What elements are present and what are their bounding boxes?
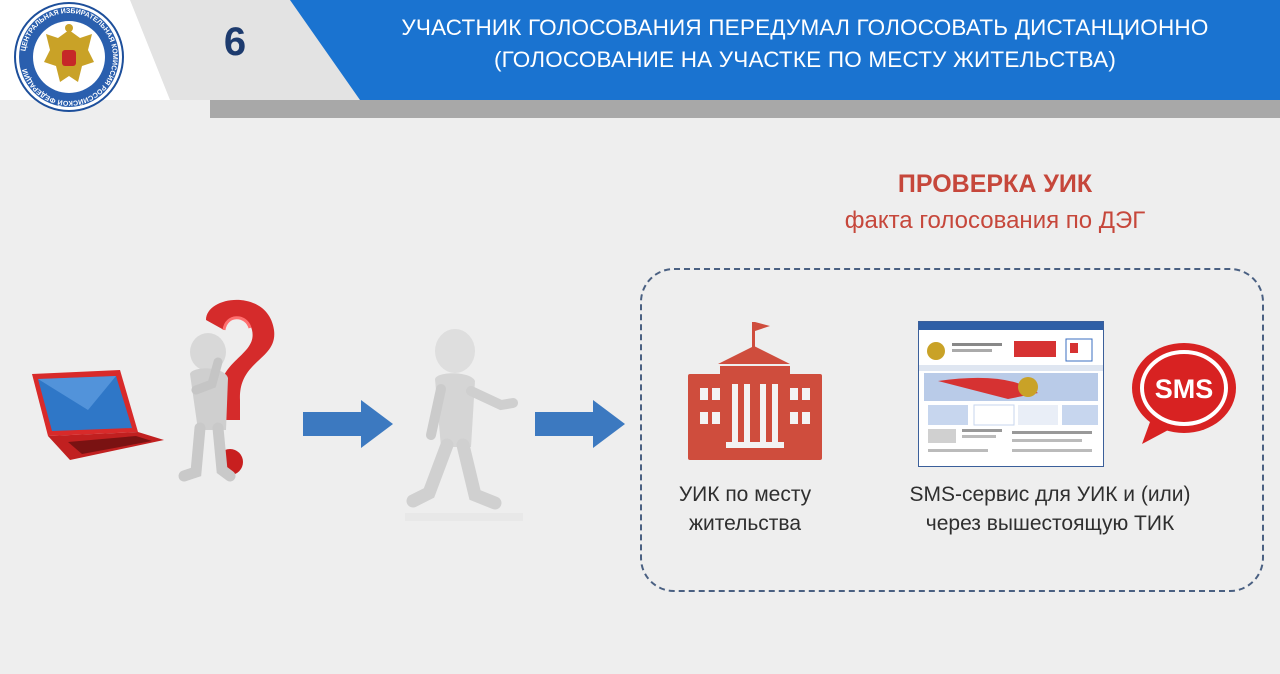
walking-person-icon [405, 329, 523, 521]
question-person-icon [178, 299, 275, 482]
website-screenshot-icon [918, 321, 1104, 467]
title-line-2: (ГОЛОСОВАНИЕ НА УЧАСТКЕ ПО МЕСТУ ЖИТЕЛЬС… [493, 47, 1117, 72]
uik-caption-line-1: УИК по месту [678, 483, 812, 506]
check-subtitle: факта голосования по ДЭГ [844, 207, 1146, 234]
check-title: ПРОВЕРКА УИК [897, 170, 1093, 198]
sms-caption-line-1: SMS-сервис для УИК и (или) [909, 483, 1191, 506]
slide-number: 6 [223, 20, 247, 64]
sms-caption-line-2: через вышестоящую ТИК [925, 512, 1175, 535]
sms-badge-text: SMS [1155, 374, 1214, 404]
header-shadow [210, 98, 1280, 118]
uik-caption: УИК по месту жительства [655, 480, 835, 538]
slide-title: УЧАСТНИК ГОЛОСОВАНИЯ ПЕРЕДУМАЛ ГОЛОСОВАТ… [360, 12, 1250, 76]
sms-caption: SMS-сервис для УИК и (или) через вышесто… [855, 480, 1245, 538]
title-line-1: УЧАСТНИК ГОЛОСОВАНИЯ ПЕРЕДУМАЛ ГОЛОСОВАТ… [401, 15, 1209, 40]
sms-bubble-icon: SMS [1132, 343, 1236, 444]
building-icon [688, 322, 822, 460]
uik-caption-line-2: жительства [688, 512, 802, 535]
arrow-right-icon [535, 400, 625, 448]
arrow-right-icon [303, 400, 393, 448]
options-group [640, 268, 1264, 592]
title-banner [290, 0, 1280, 100]
emblem-icon: ЦЕНТРАЛЬНАЯ ИЗБИРАТЕЛЬНАЯ КОМИССИЯ РОССИ… [14, 2, 124, 112]
laptop-icon [32, 370, 164, 460]
